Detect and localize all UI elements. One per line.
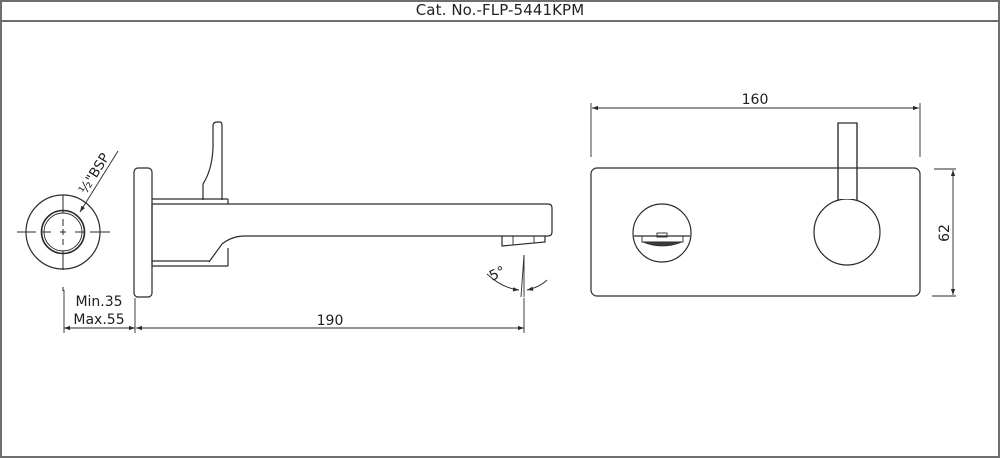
plate-width-dimension: 160	[590, 92, 921, 157]
front-view: 160 62	[590, 92, 956, 297]
plate-width-label: 160	[742, 92, 769, 108]
aerator-profile	[501, 236, 546, 247]
wall-depth-max-label: Max.55	[73, 312, 124, 328]
plate-height-label: 62	[937, 224, 953, 242]
aerator-mesh	[642, 241, 683, 247]
title-block: Cat. No.-FLP-5441KPM	[0, 0, 1000, 22]
mixer-handle	[813, 122, 881, 266]
spout-angle-annotation: 5°	[486, 254, 548, 298]
spout-profile	[208, 203, 553, 263]
plate-height-dimension: 62	[932, 168, 956, 297]
thread-size-label: ½"BSP	[76, 150, 113, 197]
thread-leader-line	[79, 150, 119, 213]
catalog-number: Cat. No.-FLP-5441KPM	[415, 1, 585, 19]
pipe-section-view: ½"BSP	[17, 150, 119, 291]
spout-projection-label: 190	[317, 313, 344, 329]
handle-knob-circle	[813, 198, 881, 266]
lever-handle-profile	[202, 121, 223, 200]
centerline-cross	[17, 195, 110, 291]
side-view: 5° Min.35 Max.55 190	[63, 121, 553, 333]
spout-projection-dimension: 190	[136, 298, 525, 333]
spout-outlet-circle	[632, 203, 692, 263]
spout-outlet	[632, 203, 692, 263]
cover-plate-outline	[590, 167, 921, 297]
wall-depth-min-label: Min.35	[75, 294, 122, 310]
wall-depth-dimension: Min.35 Max.55	[63, 290, 136, 333]
spout-angle-label: 5°	[487, 263, 508, 284]
wall-plate-profile	[133, 167, 153, 298]
